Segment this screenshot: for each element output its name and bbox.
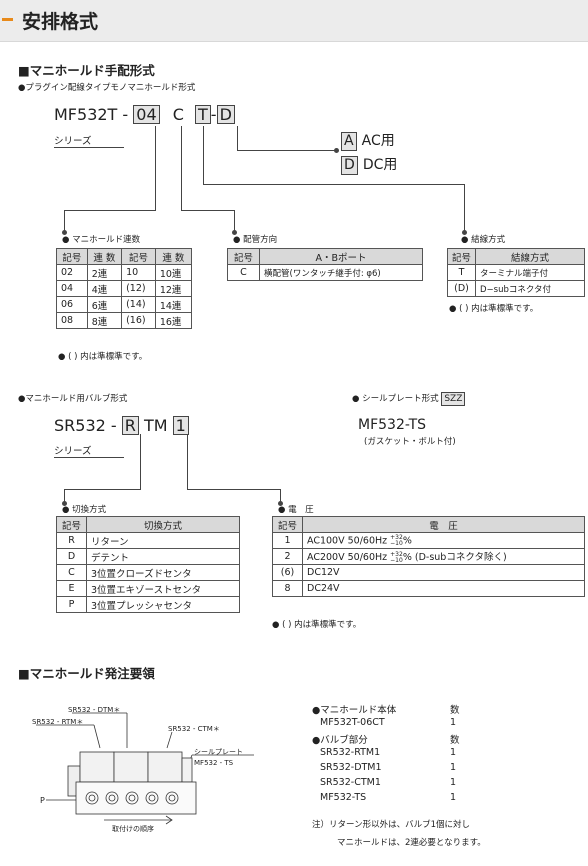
manifold-model-code: MF532T - 04 C T-D: [54, 105, 235, 124]
series-label: シリーズ: [54, 133, 124, 148]
voltage-table-title: ● 電 圧: [278, 505, 314, 515]
page-header: 安排格式: [0, 0, 588, 42]
switching-table-title: ● 切換方式: [62, 505, 107, 515]
order-note-2: マニホールドは、2連必要となります。: [337, 838, 486, 848]
manifold-subheading: ●プラグイン配線タイプモノマニホールド形式: [18, 83, 196, 93]
order-note-1: 注）リターン形以外は、バルブ1個に対し: [312, 820, 470, 830]
voltage-code-box: D: [216, 105, 235, 124]
table-row: 2 AC200V 50/60Hz +32−10% (D-subコネクタ除く): [272, 548, 585, 565]
diagram-label-ctm: SR532 - CTM＊: [168, 725, 220, 733]
page-title: 安排格式: [22, 11, 99, 33]
accent-bar: [2, 18, 13, 21]
voltage-code-box-valve: 1: [172, 416, 189, 435]
table-row: T ターミナル端子付: [447, 264, 585, 281]
diagram-label-p: P: [40, 796, 45, 805]
table-row: C 横配管(ワンタッチ継手付: φ6): [227, 264, 423, 281]
diagram-label-order: 取付けの順序: [112, 825, 154, 833]
seal-desc: (ガスケット・ボルト付): [364, 437, 456, 447]
seal-model: MF532-TS: [358, 417, 427, 433]
diagram-label-ts: MF532 - TS: [194, 759, 234, 767]
wiring-table-title: ● 結線方式: [461, 235, 506, 245]
valve-series-label: シリーズ: [54, 443, 124, 458]
diagram-label-rtm: SR532 - RTM＊: [32, 718, 84, 726]
diagram-label-dtm: SR532 - DTM＊: [68, 706, 121, 714]
option-dc: D DC用: [341, 154, 397, 175]
order-heading: ■マニホールド発注要領: [18, 666, 155, 681]
wiring-table: 記号 結線方式 T ターミナル端子付 (D) D−subコネクタ付: [447, 248, 585, 297]
stations-table-title: ● マニホールド連数: [62, 235, 141, 245]
wiring-code-box: T: [195, 105, 211, 124]
valve-model-code: SR532 - R TM 1: [54, 416, 189, 435]
voltage-note: ● ( ) 内は準標準です。: [272, 620, 362, 630]
manifold-heading: ■マニホールド手配形式: [18, 63, 155, 78]
list-item: ●マニホールド本体数: [312, 705, 460, 716]
wiring-note: ● ( ) 内は準標準です。: [449, 304, 539, 314]
table-row: 8 DC24V: [272, 580, 585, 597]
switching-code-box: R: [121, 416, 139, 435]
stations-note: ● ( ) 内は準標準です。: [58, 352, 148, 362]
option-ac: A AC用: [341, 130, 395, 151]
list-item: ●バルブ部分数: [312, 735, 460, 746]
table-row: (D) D−subコネクタ付: [447, 280, 585, 297]
seal-plate-label: ● シールプレート形式 SZZ: [352, 392, 466, 406]
piping-table: 記号 A・Bポート C 横配管(ワンタッチ継手付: φ6): [227, 248, 423, 281]
piping-table-title: ● 配管方向: [233, 235, 278, 245]
seal-code-box: SZZ: [441, 392, 466, 406]
diagram-label-seal: シールプレート: [194, 748, 243, 756]
stations-code-box: 04: [133, 105, 160, 124]
voltage-table: 記号 電 圧 1 AC100V 50/60Hz +32−10% 2 AC200V…: [272, 516, 585, 597]
table-row: (6) DC12V: [272, 564, 585, 581]
table-row: 1 AC100V 50/60Hz +32−10%: [272, 532, 585, 549]
manifold-assembly-diagram: SR532 - DTM＊ SR532 - RTM＊ SR532 - CTM＊ シ…: [32, 700, 292, 840]
manifold-drawing: [36, 712, 254, 825]
valve-subheading: ●マニホールド用バルブ形式: [18, 394, 128, 404]
